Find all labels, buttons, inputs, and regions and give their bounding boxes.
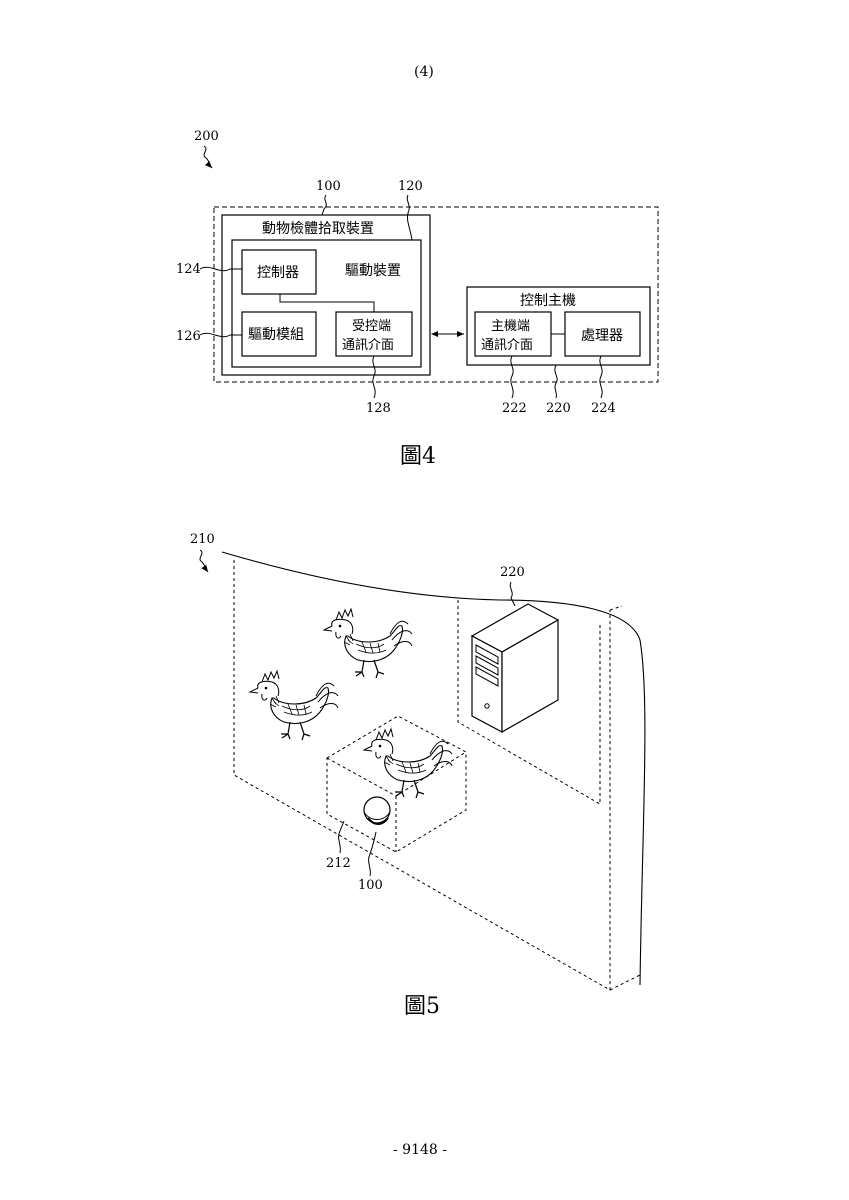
ref-200: 200 bbox=[194, 129, 219, 144]
chicken-upper bbox=[324, 609, 412, 678]
ref-224: 224 bbox=[591, 401, 616, 416]
ref-124: 124 bbox=[176, 262, 201, 277]
ref-220: 220 bbox=[546, 401, 571, 416]
device-box bbox=[222, 215, 430, 375]
figure-5-illustration: 210 220 bbox=[190, 532, 645, 990]
processor-label: 處理器 bbox=[581, 328, 623, 344]
ref-126: 126 bbox=[176, 329, 201, 344]
drive-module-label: 驅動模組 bbox=[248, 327, 304, 343]
fig5-ref-212: 212 bbox=[326, 856, 351, 871]
pickup-area-box bbox=[327, 716, 466, 852]
figure-4-caption: 圖4 bbox=[400, 438, 436, 470]
ref-100: 100 bbox=[316, 179, 341, 194]
control-host-title: 控制主機 bbox=[520, 293, 576, 309]
chicken-left bbox=[250, 671, 338, 740]
ref-222: 222 bbox=[502, 401, 527, 416]
fig5-ref-220: 220 bbox=[500, 565, 525, 580]
ref-120: 120 bbox=[398, 179, 423, 194]
fig5-ref-100: 100 bbox=[358, 878, 383, 893]
figure-5-caption: 圖5 bbox=[404, 988, 440, 1020]
sampling-device-ball bbox=[364, 797, 390, 824]
host-comm-line1: 主機端 bbox=[491, 319, 530, 334]
host-server-tower bbox=[472, 604, 558, 732]
ref-210: 210 bbox=[190, 532, 215, 547]
drive-device-title: 驅動裝置 bbox=[345, 263, 401, 279]
figure-4-block-diagram: 200 動物檢體拾取裝置 驅動裝置 100 120 控制器 124 bbox=[176, 129, 658, 416]
controller-label: 控制器 bbox=[257, 265, 299, 281]
slave-comm-line2: 通訊介面 bbox=[342, 338, 394, 353]
chicken-in-area bbox=[364, 729, 452, 798]
slave-comm-line1: 受控端 bbox=[352, 319, 391, 334]
ref-128: 128 bbox=[366, 401, 391, 416]
device-title: 動物檢體拾取裝置 bbox=[262, 220, 374, 237]
host-comm-line2: 通訊介面 bbox=[481, 338, 533, 353]
